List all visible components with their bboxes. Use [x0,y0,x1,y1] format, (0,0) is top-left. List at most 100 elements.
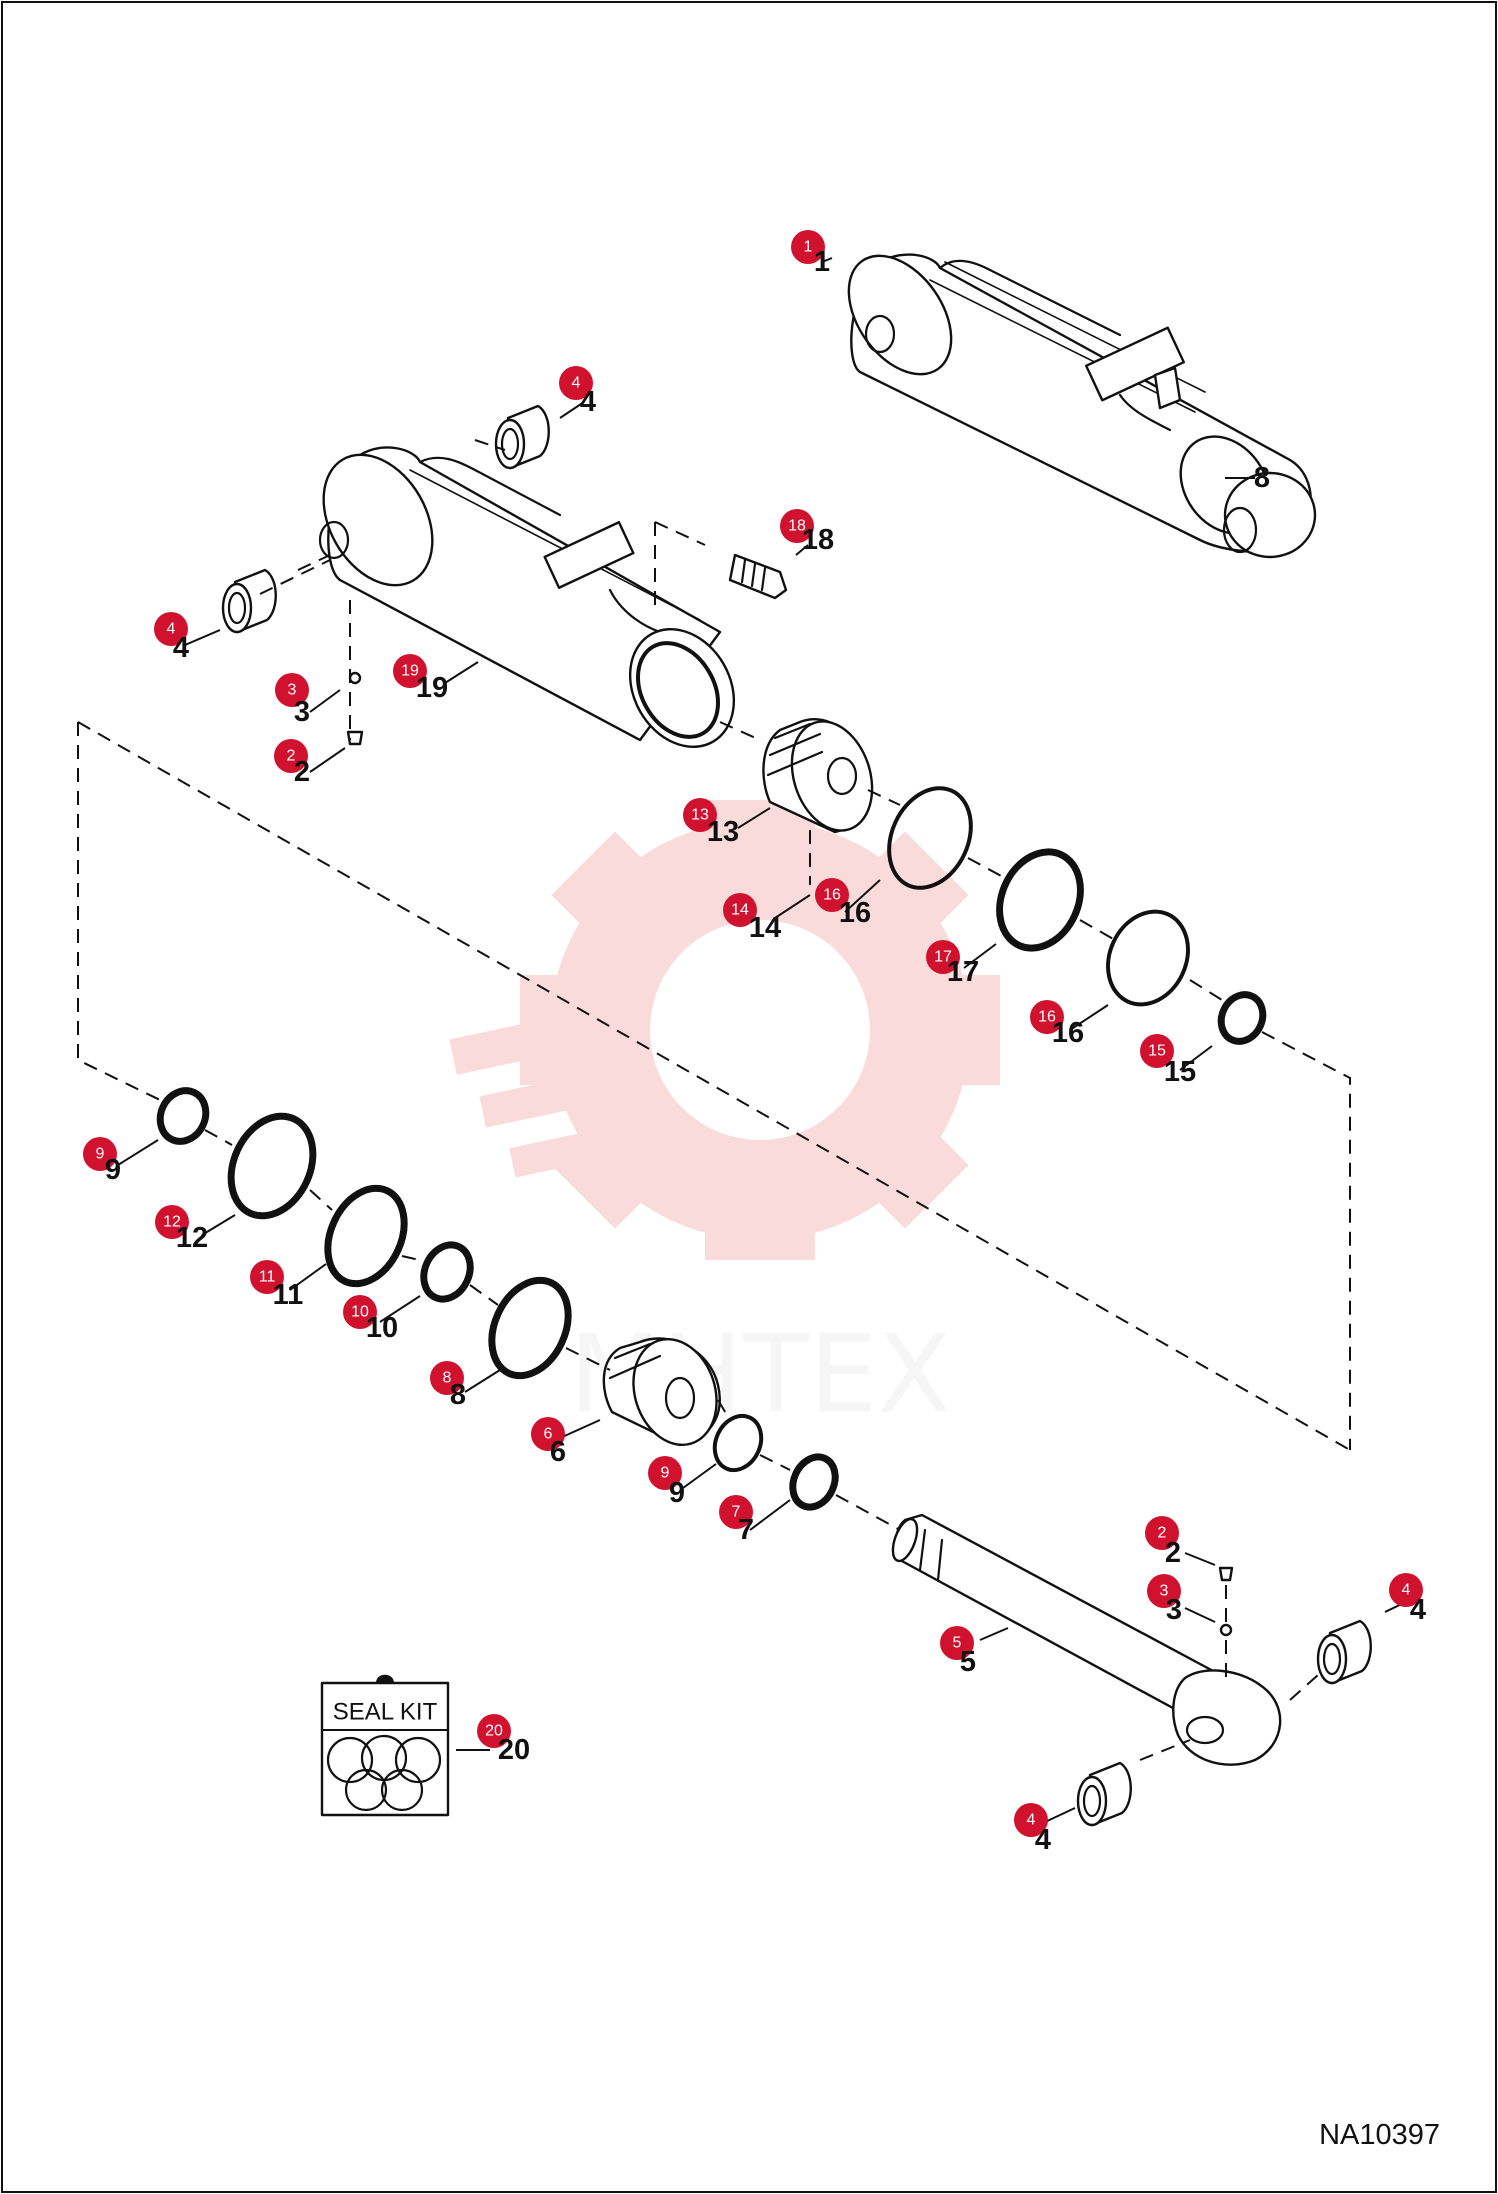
callout-circle [559,366,593,400]
bushing-4-top [494,404,550,470]
seal-kit-20: SEAL KIT [320,1674,450,1817]
callout-number: 5 [953,1635,962,1652]
part-number-label: 11 [273,1279,304,1311]
callout-badge[interactable]: 4 [559,366,593,400]
assembled-cylinder [847,253,1317,559]
callout-badge[interactable]: 4 [154,612,188,646]
part-number-label: 19 [416,672,448,704]
part-5: 55 [940,1626,976,1678]
part-4b: 44 [154,612,189,664]
part-number-label: 1 [814,246,830,278]
callout-circle [780,509,814,543]
callout-badge[interactable]: 12 [155,1205,189,1239]
callout-badge[interactable]: 10 [343,1295,377,1329]
callout-badge[interactable]: 3 [275,673,309,707]
part-3a: 33 [275,673,310,728]
bushing-4-left [221,568,277,634]
callout-badge[interactable]: 16 [1030,1000,1064,1034]
callout-badge[interactable]: 15 [1140,1034,1174,1068]
part-number-label: 12 [176,1222,208,1254]
callout-badge[interactable]: 9 [648,1456,682,1490]
callout-number: 4 [1027,1812,1036,1829]
callout-badge[interactable]: 4 [1014,1803,1048,1837]
callout-number: 14 [731,902,749,919]
callout-badge[interactable]: 11 [250,1260,284,1294]
part-4c: 44 [1389,1573,1426,1626]
part-number-label: 18 [802,524,834,556]
callout-circle [719,1495,753,1529]
part-number-label: 4 [1035,1824,1051,1856]
ring-11 [324,1184,408,1288]
callout-number: 2 [1158,1525,1167,1542]
callout-badge[interactable]: 19 [393,654,427,688]
part-number-label: 14 [749,912,781,944]
callout-badge[interactable]: 5 [940,1626,974,1660]
ring-9-a [156,1087,210,1145]
callout-circle [940,1626,974,1660]
leader-lines [117,257,1411,1823]
callout-badge[interactable]: 16 [815,878,849,912]
callout-number: 18 [788,518,806,535]
rod-5 [891,1513,1282,1766]
barrel-19 [318,446,736,749]
callout-badge[interactable]: 8 [430,1361,464,1395]
part-2a: 22 [274,739,310,788]
callout-circle [926,940,960,974]
callout-badge[interactable]: 13 [683,798,717,832]
valve-18 [728,553,788,600]
callout-badge[interactable]: 2 [274,739,308,773]
callout-number: 3 [1160,1583,1169,1600]
part-number-label: 16 [1052,1017,1084,1049]
callout-badge[interactable]: 20 [477,1714,511,1748]
callout-badge[interactable]: 18 [780,509,814,543]
part-2b: 22 [1145,1516,1181,1569]
o-ring-8 [488,1276,572,1380]
part-4a: 44 [559,366,596,418]
part-number-label: 4 [1410,1594,1426,1626]
part-number-label: 8 [450,1379,466,1411]
callout-badge[interactable]: 17 [926,940,960,974]
part-4d: 44 [1014,1803,1051,1856]
callout-circle [343,1295,377,1329]
callout-circle [1014,1803,1048,1837]
callout-badge[interactable]: 1 [791,230,825,264]
callout-circle [815,878,849,912]
callout-number: 20 [485,1723,503,1740]
callout-number: 6 [544,1426,553,1443]
wear-ring-16-b [1106,909,1190,1007]
callout-circle [791,230,825,264]
bushing-4-bottom [1076,1761,1132,1827]
callout-badge[interactable]: 2 [1145,1516,1179,1550]
part-number-label: 8 [1254,462,1270,494]
callout-circle [477,1714,511,1748]
callout-badge[interactable]: 9 [83,1137,117,1171]
watermark: MHTEX [449,800,1000,1438]
part-number-label: 7 [738,1514,754,1546]
piston-13 [762,718,874,834]
callout-circle [393,654,427,688]
seal-kit-label: SEAL KIT [333,1699,438,1726]
callout-badge[interactable]: 4 [1389,1573,1423,1607]
part-number-label: 15 [1164,1056,1196,1088]
callout-number: 13 [691,807,709,824]
callout-number: 3 [288,682,297,699]
part-8b: 88 [430,1361,466,1411]
callout-circle [250,1260,284,1294]
part-7: 77 [719,1495,754,1546]
callout-badge[interactable]: 3 [1147,1574,1181,1608]
callout-badge[interactable]: 7 [719,1495,753,1529]
callout-badge[interactable]: 14 [723,893,757,927]
watermark-gear-icon [449,800,1000,1260]
callout-badge[interactable]: 6 [531,1417,565,1451]
callout-circle [1140,1034,1174,1068]
